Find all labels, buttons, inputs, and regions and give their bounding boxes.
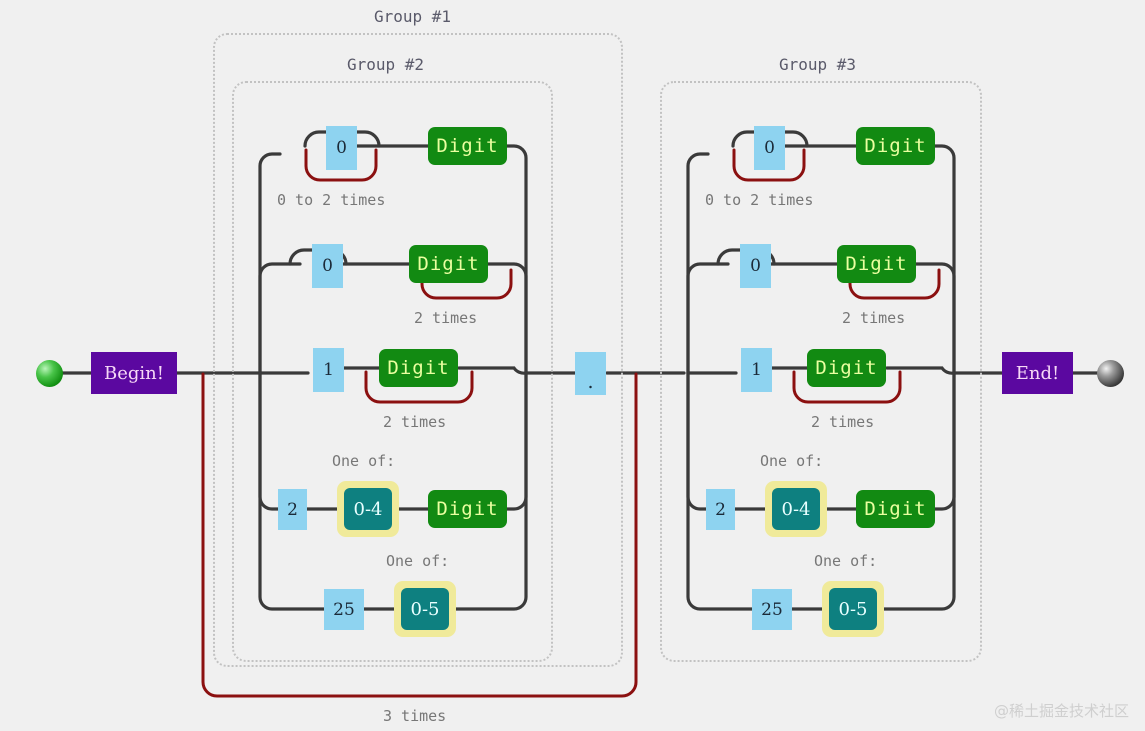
caption-g2-b3: 2 times [383,413,447,431]
literal-g2-b3[interactable]: 1 [313,348,344,392]
group-2-box [232,81,553,662]
caption-g3-b1: 0 to 2 times [705,191,814,209]
oneof-g3-b4[interactable]: 0-4 [765,481,827,537]
oneof-g2-b4-value: 0-4 [344,488,392,530]
oneof-g3-b5-value: 0-5 [829,588,877,630]
watermark: @稀土掘金技术社区 [993,702,1129,720]
literal-g2-b2[interactable]: 0 [312,244,343,288]
caption-g3-b3: 2 times [811,413,875,431]
caption-g2-b1: 0 to 2 times [277,191,386,209]
literal-g3-b4[interactable]: 2 [706,489,735,530]
digit-g3-b1[interactable]: Digit [856,127,935,165]
literal-g2-b4[interactable]: 2 [278,489,307,530]
group-2-label: Group #2 [347,55,425,74]
caption-g2-b2: 2 times [414,309,478,327]
group-1-box [213,33,623,667]
digit-g2-b3[interactable]: Digit [379,349,458,387]
separator-dot-node[interactable]: . [575,352,606,395]
start-bulb-icon [36,360,63,387]
caption-g3-b2: 2 times [842,309,906,327]
caption-g3-b4: One of: [760,452,824,470]
begin-node[interactable]: Begin! [91,352,177,394]
literal-g3-b2[interactable]: 0 [740,244,771,288]
digit-g2-b2[interactable]: Digit [409,245,488,283]
literal-g2-b1[interactable]: 0 [326,126,357,170]
group-3-label: Group #3 [779,55,857,74]
group-3-box [660,81,982,662]
group-1-label: Group #1 [374,7,452,26]
end-bulb-icon [1097,360,1124,387]
oneof-g3-b4-value: 0-4 [772,488,820,530]
digit-g3-b3[interactable]: Digit [807,349,886,387]
literal-g3-b5[interactable]: 25 [752,589,792,630]
digit-g2-b1[interactable]: Digit [428,127,507,165]
literal-g3-b3[interactable]: 1 [741,348,772,392]
digit-g3-b4[interactable]: Digit [856,490,935,528]
caption-g2-b4: One of: [332,452,396,470]
oneof-g3-b5[interactable]: 0-5 [822,581,884,637]
literal-g2-b5[interactable]: 25 [324,589,364,630]
caption-g3-b5: One of: [814,552,878,570]
end-node[interactable]: End! [1002,352,1073,394]
oneof-g2-b5-value: 0-5 [401,588,449,630]
digit-g3-b2[interactable]: Digit [837,245,916,283]
literal-g3-b1[interactable]: 0 [754,126,785,170]
oneof-g2-b5[interactable]: 0-5 [394,581,456,637]
digit-g2-b4[interactable]: Digit [428,490,507,528]
outer-loop-caption: 3 times [383,707,447,725]
oneof-g2-b4[interactable]: 0-4 [337,481,399,537]
caption-g2-b5: One of: [386,552,450,570]
